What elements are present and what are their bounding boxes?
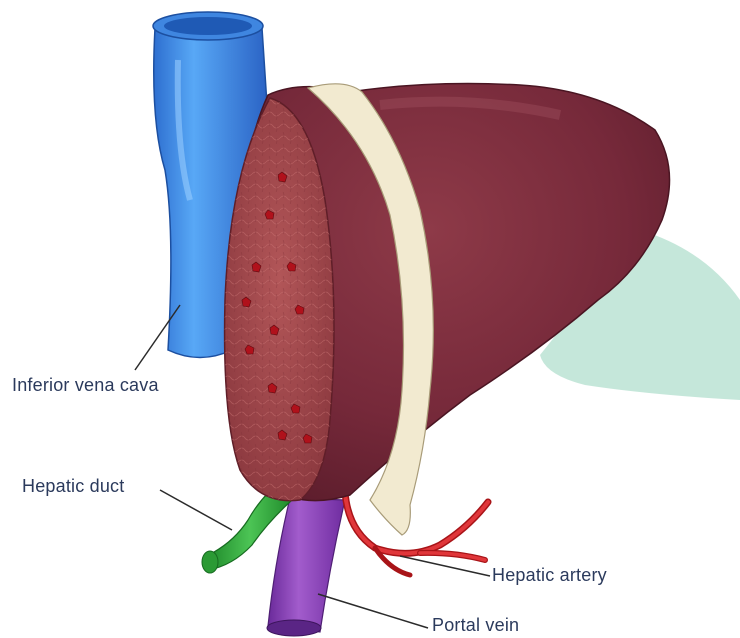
label-hepatic-artery: Hepatic artery xyxy=(492,565,607,586)
portal-vein xyxy=(267,498,345,636)
hepatic-artery xyxy=(345,492,488,575)
label-hepatic-duct: Hepatic duct xyxy=(22,476,124,497)
leader-line-portal-vein xyxy=(318,594,428,628)
leader-line-hepatic-duct xyxy=(160,490,232,530)
label-portal-vein: Portal vein xyxy=(432,615,519,636)
label-inferior-vena-cava: Inferior vena cava xyxy=(12,375,159,396)
